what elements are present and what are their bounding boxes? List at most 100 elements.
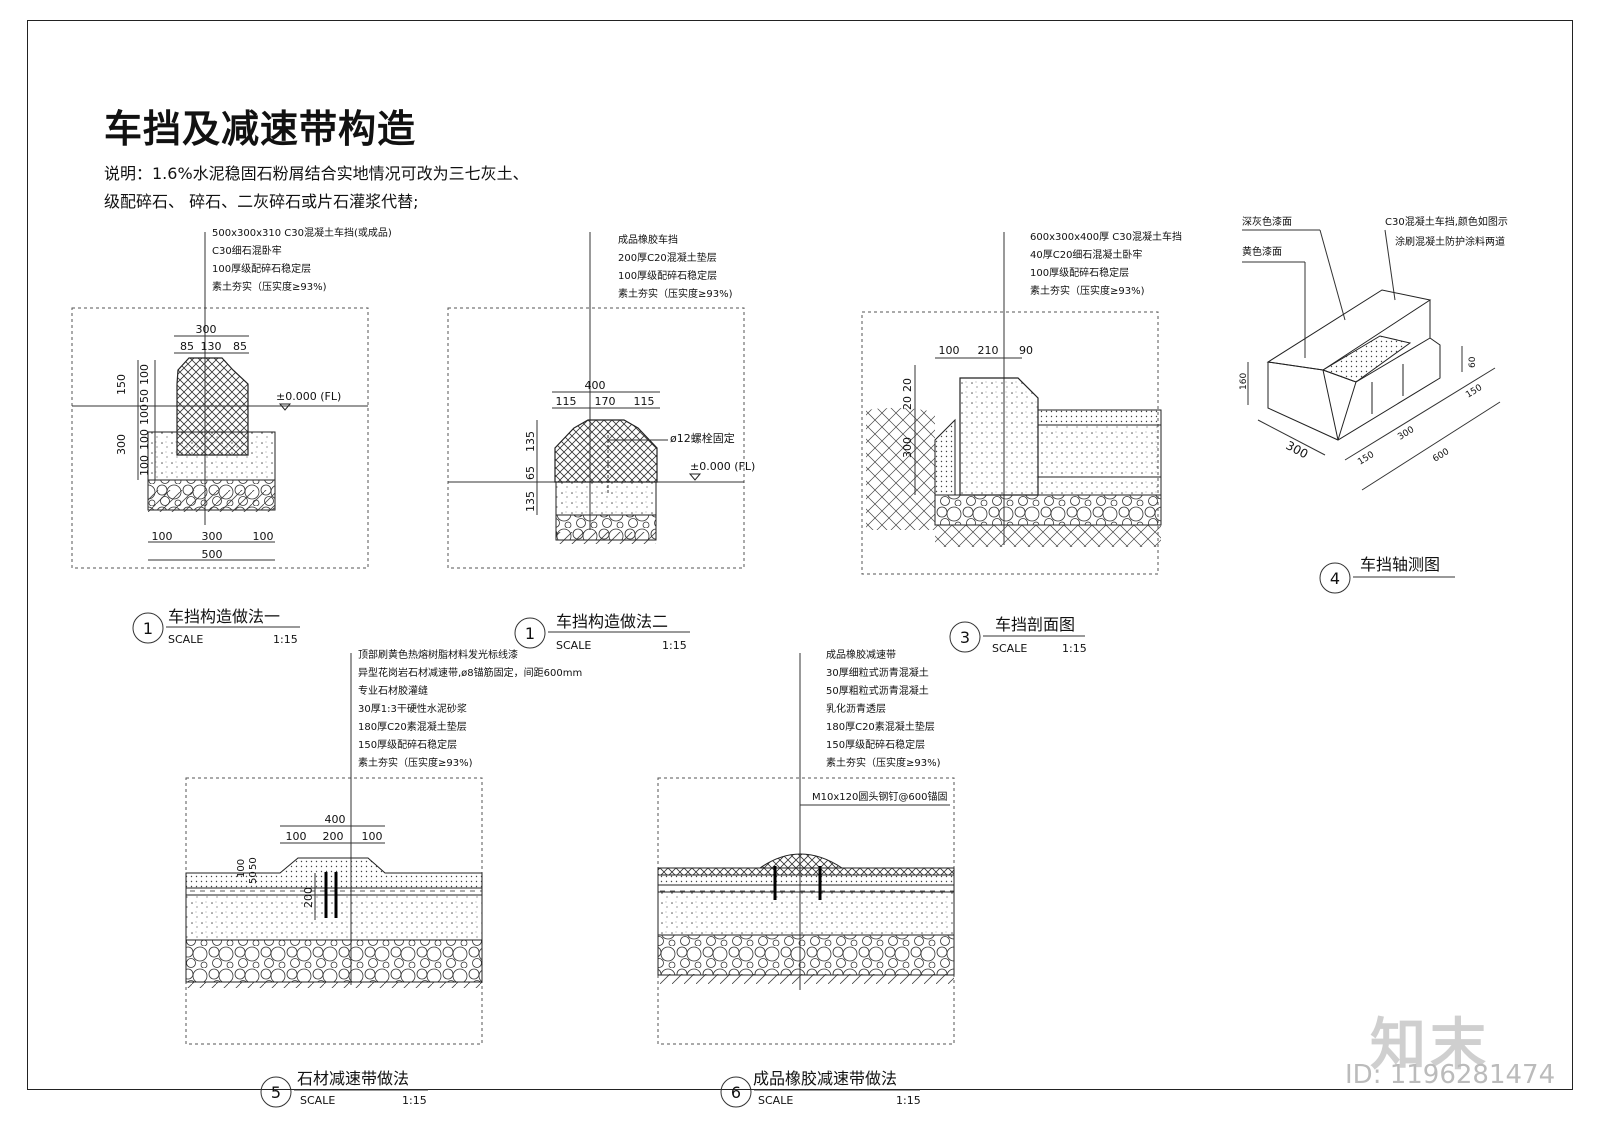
d2-dim-left-3: 135: [524, 491, 537, 512]
page-title: 车挡及减速带构造: [104, 107, 417, 151]
d4-label-1: 深灰色漆面: [1242, 215, 1292, 228]
d4-dim-2: 300: [1284, 438, 1311, 461]
detail-1: 500x300x310 C30混凝土车挡(或成品) C30细石混卧牢 100厚级…: [71, 226, 392, 646]
d5-dim-left-3: 50: [248, 871, 259, 884]
d6-bolt-label: M10x120圆头钢钉@600锚固: [812, 790, 947, 803]
d1-dim-bot-3: 100: [253, 530, 274, 543]
d3-scale: 1:15: [1062, 642, 1087, 655]
d2-scale-label: SCALE: [556, 639, 591, 652]
d6-number: 6: [731, 1083, 741, 1102]
d2-bolt-label: ø12螺栓固定: [670, 431, 735, 445]
d6-label-7: 素土夯实（压实度≥93%): [826, 756, 941, 769]
d1-dim-top-total: 300: [196, 323, 217, 336]
d5-scale-label: SCALE: [300, 1094, 335, 1107]
d1-dim-left-7: 100: [138, 455, 151, 476]
d2-label-1: 成品橡胶车挡: [618, 233, 678, 246]
d4-label-3: C30混凝土车挡,颜色如图示: [1385, 215, 1508, 228]
d1-dim-left-2: 100: [138, 364, 151, 385]
d5-dim-top-1: 100: [286, 830, 307, 843]
d6-label-6: 150厚级配碎石稳定层: [826, 738, 925, 751]
d1-number: 1: [143, 619, 153, 638]
d5-label-2: 异型花岗岩石材减速带,ø8锚筋固定，间距600mm: [358, 666, 582, 679]
d4-dim-1: 160: [1239, 373, 1249, 390]
d6-label-5: 180厚C20素混凝土垫层: [826, 720, 935, 733]
detail-5: 顶部刷黄色热熔树脂材料发光标线漆 异型花岗岩石材减速带,ø8锚筋固定，间距600…: [185, 648, 582, 1108]
detail-6: 成品橡胶减速带 30厚细粒式沥青混凝土 50厚粗粒式沥青混凝土 乳化沥青透层 1…: [657, 648, 955, 1108]
d4-name: 车挡轴测图: [1360, 555, 1440, 574]
d3-dim-top-1: 100: [939, 344, 960, 357]
d3-dim-top-3: 90: [1019, 344, 1033, 357]
d3-dim-left-3: 300: [901, 437, 914, 458]
d1-dim-left-4: 100: [138, 404, 151, 425]
d1-dim-left-1: 150: [115, 374, 128, 395]
d6-scale-label: SCALE: [758, 1094, 793, 1107]
d6-label-2: 30厚细粒式沥青混凝土: [826, 666, 929, 679]
d2-dim-left-1: 135: [524, 431, 537, 452]
d4-dim-4: 300: [1396, 425, 1416, 443]
d1-dim-bot-total: 500: [202, 548, 223, 561]
d6-label-1: 成品橡胶减速带: [826, 648, 896, 661]
d1-label-3: 100厚级配碎石稳定层: [212, 262, 311, 275]
d3-number: 3: [960, 628, 970, 647]
d5-name: 石材减速带做法: [297, 1069, 409, 1088]
d3-label-4: 素土夯实（压实度≥93%): [1030, 284, 1145, 297]
d4-number: 4: [1330, 569, 1340, 588]
d1-label-4: 素土夯实（压实度≥93%): [212, 280, 327, 293]
d1-level: ±0.000 (FL): [276, 390, 341, 403]
d2-level: ±0.000 (FL): [690, 460, 755, 473]
d3-dim-left-2: 20: [901, 396, 914, 410]
d6-label-3: 50厚粗粒式沥青混凝土: [826, 684, 929, 697]
d3-scale-label: SCALE: [992, 642, 1027, 655]
d5-label-4: 30厚1:3干硬性水泥砂浆: [358, 702, 467, 715]
d2-number: 1: [525, 624, 535, 643]
d5-number: 5: [271, 1083, 281, 1102]
d6-label-4: 乳化沥青透层: [826, 702, 886, 715]
d1-dim-top-3: 85: [233, 340, 247, 353]
d4-dim-3: 150: [1356, 450, 1376, 468]
d1-dim-bot-1: 100: [152, 530, 173, 543]
d3-label-1: 600x300x400厚 C30混凝土车挡: [1030, 230, 1182, 243]
d2-dim-top-1: 115: [556, 395, 577, 408]
d5-dim-top-2: 200: [323, 830, 344, 843]
d5-label-1: 顶部刷黄色热熔树脂材料发光标线漆: [358, 648, 518, 661]
d4-label-2: 黄色漆面: [1242, 245, 1282, 258]
d2-dim-top-2: 170: [595, 395, 616, 408]
d4-label-4: 涂刷混凝土防护涂料两道: [1395, 235, 1505, 248]
d5-dim-left-1: 100: [236, 859, 247, 878]
d3-label-3: 100厚级配碎石稳定层: [1030, 266, 1129, 279]
detail-3: 600x300x400厚 C30混凝土车挡 40厚C20细石混凝土卧牢 100厚…: [861, 230, 1182, 655]
d5-dim-top-3: 100: [362, 830, 383, 843]
d2-label-2: 200厚C20混凝土垫层: [618, 251, 717, 264]
d1-label-2: C30细石混卧牢: [212, 244, 282, 257]
d1-dim-top-1: 85: [180, 340, 194, 353]
d2-dim-left-2: 65: [524, 466, 537, 480]
d5-label-7: 素土夯实（压实度≥93%): [358, 756, 473, 769]
d2-label-4: 素土夯实（压实度≥93%): [618, 287, 733, 300]
d3-dim-top-2: 210: [978, 344, 999, 357]
d1-dim-left-3: 50: [138, 389, 151, 403]
d6-name: 成品橡胶减速带做法: [753, 1069, 897, 1088]
d5-dim-left-2: 50: [248, 857, 259, 870]
d1-label-1: 500x300x310 C30混凝土车挡(或成品): [212, 226, 392, 239]
d1-dim-left-5: 300: [115, 434, 128, 455]
d5-dim-left-4: 200: [302, 887, 315, 908]
d5-label-5: 180厚C20素混凝土垫层: [358, 720, 467, 733]
d1-dim-top-2: 130: [201, 340, 222, 353]
d4-dim-7: 60: [1468, 356, 1478, 368]
d2-name: 车挡构造做法二: [556, 612, 668, 631]
detail-2: 成品橡胶车挡 200厚C20混凝土垫层 100厚级配碎石稳定层 素土夯实（压实度…: [447, 232, 755, 652]
d5-label-3: 专业石材胶灌缝: [358, 684, 428, 697]
design-note: 说明：1.6%水泥稳固石粉屑结合实地情况可改为三七灰土、级配碎石、 碎石、二灰碎…: [104, 164, 529, 211]
d2-dim-top-3: 115: [634, 395, 655, 408]
d2-dim-top-total: 400: [585, 379, 606, 392]
watermark-id: ID: 1196281474: [1345, 1060, 1556, 1090]
d3-dim-left-1: 20: [901, 378, 914, 392]
d1-dim-left-6: 100: [138, 429, 151, 450]
d1-scale-label: SCALE: [168, 633, 203, 646]
d1-scale: 1:15: [273, 633, 298, 646]
d2-scale: 1:15: [662, 639, 687, 652]
watermark-logo: 知末: [1370, 1013, 1490, 1078]
d2-label-3: 100厚级配碎石稳定层: [618, 269, 717, 282]
d6-scale: 1:15: [896, 1094, 921, 1107]
